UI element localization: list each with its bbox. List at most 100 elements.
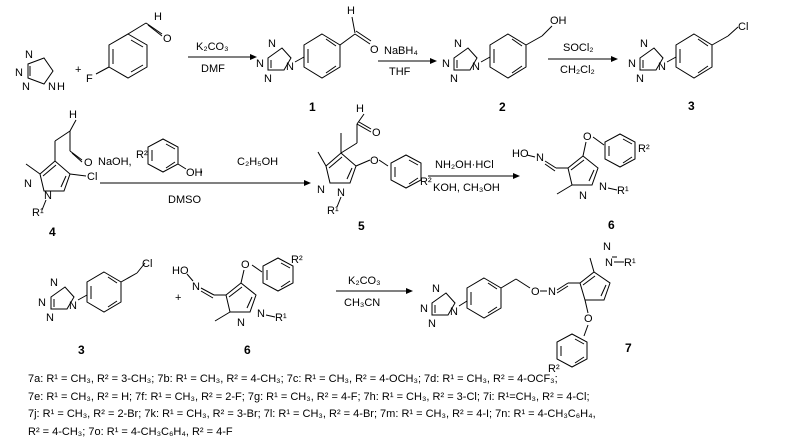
compound-number-1: 1 [309, 100, 316, 114]
solvent-thf: THF [389, 66, 411, 78]
svg-text:H: H [69, 109, 77, 121]
svg-text:O: O [584, 313, 593, 325]
svg-text:N: N [317, 184, 325, 196]
compound-number-4: 4 [49, 225, 56, 239]
svg-text:N: N [432, 283, 440, 295]
svg-text:O: O [370, 44, 379, 56]
svg-text:N: N [256, 58, 264, 70]
svg-text:R¹: R¹ [617, 185, 629, 197]
compound-2: N N N N OH 2 [442, 15, 567, 114]
compound-3: N N N N Cl 3 [628, 21, 748, 113]
svg-text:Cl: Cl [87, 171, 97, 183]
comma-sep: , [200, 163, 203, 175]
svg-text:R¹: R¹ [275, 312, 287, 324]
svg-text:N: N [420, 303, 428, 315]
phenol-reagent: OH R² + [136, 138, 203, 179]
solvent-dmso: DMSO [168, 194, 201, 206]
svg-text:N: N [605, 257, 613, 269]
compound-5: H O O R² N N R¹ 5 [317, 103, 432, 233]
svg-text:O: O [84, 157, 93, 169]
svg-text:HO: HO [512, 148, 529, 160]
compound-6: HO N O R² N R¹ N 6 [512, 131, 650, 232]
compound-6-reactant: HO N O R² N R¹ N 6 [172, 254, 303, 357]
svg-text:H: H [154, 11, 162, 23]
svg-text:N: N [286, 61, 294, 73]
svg-text:N: N [337, 187, 345, 199]
svg-text:N: N [599, 181, 607, 193]
svg-text:R¹: R¹ [624, 257, 636, 269]
svg-text:N: N [636, 73, 644, 85]
compound-number-3-reactant: 3 [78, 343, 85, 357]
svg-text:O: O [370, 155, 379, 167]
svg-text:H: H [356, 103, 364, 115]
svg-text:N: N [579, 190, 587, 202]
svg-text:R²: R² [548, 363, 560, 375]
svg-text:N: N [640, 38, 648, 50]
reagent-nabh4: NaBH₄ [384, 45, 418, 57]
svg-text:OH: OH [550, 15, 567, 27]
svg-text:H: H [347, 5, 355, 17]
svg-text:N: N [428, 318, 436, 330]
svg-text:N: N [268, 38, 276, 50]
svg-text:R¹: R¹ [32, 207, 44, 219]
reagent-naoh: NaOH, [98, 156, 132, 168]
svg-text:N: N [658, 61, 666, 73]
svg-text:N: N [454, 38, 462, 50]
solvent-dmf: DMF [201, 63, 225, 75]
svg-text:O: O [531, 286, 540, 298]
reagent-hydroxylamine: NH₂OH·HCl [435, 159, 494, 171]
svg-text:N: N [24, 178, 32, 190]
svg-text:N: N [46, 312, 54, 324]
svg-text:N: N [450, 73, 458, 85]
compound-number-7: 7 [625, 341, 632, 355]
svg-text:N: N [237, 317, 245, 329]
svg-text:N: N [44, 190, 52, 202]
plus-sign-1: + [75, 64, 81, 76]
compound-4: H O Cl N N R¹ 4 [24, 109, 97, 239]
reagent-k2co3-2: K₂CO₃ [348, 275, 381, 287]
svg-text:N: N [257, 308, 265, 320]
svg-text:N: N [450, 306, 458, 318]
compound-7: N N N N O N O R² N N R¹ 7 [420, 241, 636, 375]
svg-text:N: N [472, 61, 480, 73]
svg-text:N: N [69, 300, 77, 312]
svg-text:N: N [25, 49, 33, 61]
svg-text:O: O [372, 127, 381, 139]
svg-text:R²: R² [638, 143, 650, 155]
reagent-socl2: SOCl₂ [563, 42, 594, 54]
svg-text:R²: R² [291, 254, 303, 266]
svg-text:Cl: Cl [142, 258, 152, 270]
svg-text:OH: OH [186, 167, 203, 179]
svg-text:N: N [548, 286, 556, 298]
legend-line-4: R² = 4-CH₃; 7o: R¹ = 4-CH₃C₆H₄, R² = 4-F [28, 425, 233, 438]
legend-line-2: 7e: R¹ = CH₃, R² = H; 7f: R¹ = CH₃, R² =… [28, 390, 590, 403]
svg-text:R¹: R¹ [327, 205, 339, 217]
compound-number-5: 5 [358, 219, 365, 233]
svg-text:O: O [241, 259, 250, 271]
svg-text:Cl: Cl [738, 21, 748, 33]
legend-line-3: 7j: R¹ = CH₃, R² = 2-Br; 7k: R¹ = CH₃, R… [28, 408, 596, 420]
svg-text:N: N [38, 297, 46, 309]
compound-number-6-reactant: 6 [244, 343, 251, 357]
tetrazole-start: N N N N H [15, 49, 65, 93]
svg-text:N: N [264, 73, 272, 85]
reagent-ethanol: C₂H₅OH [237, 156, 278, 168]
svg-text:N: N [536, 152, 544, 164]
compound-number-3: 3 [688, 99, 695, 113]
reagent-k2co3-1: K₂CO₃ [196, 41, 229, 53]
svg-text:N: N [22, 81, 30, 93]
plus-sign-2: + [175, 292, 181, 304]
solvent-acetonitrile: CH₃CN [344, 297, 380, 309]
svg-text:R²: R² [420, 176, 432, 188]
svg-text:N: N [48, 81, 56, 93]
solvent-ch2cl2: CH₂Cl₂ [560, 64, 595, 76]
fluorobenzaldehyde: H O F [86, 11, 172, 85]
svg-text:N: N [15, 67, 23, 79]
svg-text:N: N [50, 277, 58, 289]
svg-text:N: N [442, 58, 450, 70]
svg-text:N: N [192, 281, 200, 293]
svg-text:HO: HO [172, 265, 189, 277]
svg-text:O: O [163, 33, 172, 45]
compound-number-2: 2 [499, 100, 506, 114]
